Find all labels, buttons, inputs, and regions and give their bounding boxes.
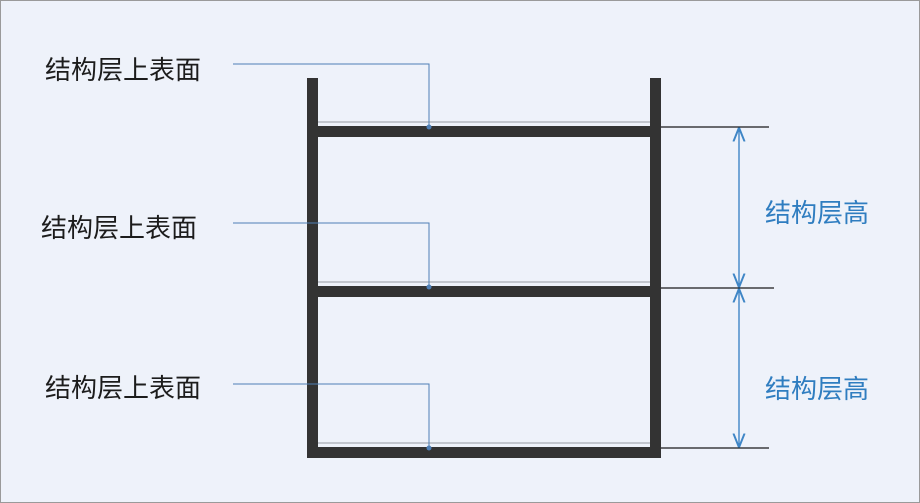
left-wall — [307, 78, 318, 458]
surface-label-upper: 结构层上表面 — [45, 56, 202, 86]
leader-line-bottom — [233, 383, 430, 447]
upper-slab — [307, 126, 661, 137]
leader-line-middle — [233, 222, 430, 286]
surface-label-middle: 结构层上表面 — [41, 214, 198, 244]
leader-dot-middle — [426, 284, 432, 290]
leader-dot-upper — [426, 124, 432, 130]
right-wall — [650, 78, 661, 458]
height-label-lower: 结构层高 — [765, 375, 870, 405]
middle-slab — [307, 286, 661, 297]
leader-dot-bottom — [426, 445, 432, 451]
height-label-upper: 结构层高 — [765, 199, 870, 229]
bottom-slab — [307, 447, 661, 458]
surface-label-bottom: 结构层上表面 — [45, 374, 202, 404]
leader-line-upper — [233, 63, 430, 126]
